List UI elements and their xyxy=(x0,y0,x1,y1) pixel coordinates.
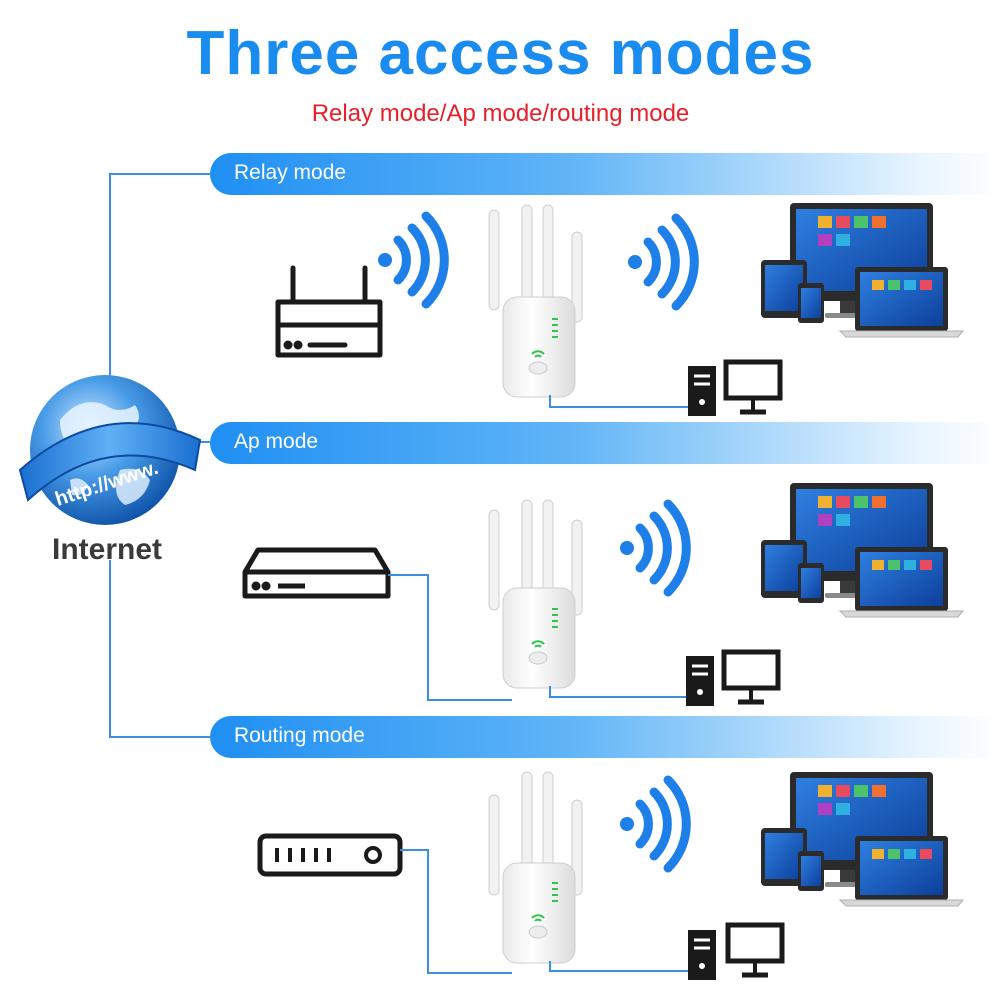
wifi-signal-icon xyxy=(620,499,691,597)
modem-icon xyxy=(257,833,403,877)
routing-mode-band: Routing mode xyxy=(210,716,1001,758)
internet-label: Internet xyxy=(52,533,163,566)
globe-icon: http://www. xyxy=(18,375,202,525)
relay-mode-label: Relay mode xyxy=(234,161,347,184)
devices-icon xyxy=(761,203,965,338)
ethernet-cable xyxy=(388,574,512,701)
desktop-pc-icon xyxy=(688,359,783,416)
routing-mode-label: Routing mode xyxy=(234,724,365,747)
wifi-extender-icon xyxy=(488,499,583,689)
ap-mode-band: Ap mode xyxy=(210,422,1001,464)
ethernet-cable xyxy=(549,395,688,408)
wifi-signal-icon xyxy=(620,775,691,873)
wifi-extender-icon xyxy=(488,204,583,398)
wifi-extender-icon xyxy=(488,771,583,964)
devices-icon xyxy=(761,772,965,907)
ethernet-cable xyxy=(549,961,688,972)
devices-icon xyxy=(761,483,965,618)
page-title: Three access modes xyxy=(186,19,815,88)
relay-mode-band: Relay mode xyxy=(210,153,1001,195)
desktop-pc-icon xyxy=(688,922,785,980)
wifi-signal-icon xyxy=(628,213,699,311)
page-subtitle: Relay mode/Ap mode/routing mode xyxy=(311,100,690,127)
ethernet-cable xyxy=(400,849,512,974)
ethernet-cable xyxy=(549,686,686,698)
ap-mode-label: Ap mode xyxy=(234,430,319,453)
router-icon xyxy=(275,265,383,358)
switch-icon xyxy=(242,547,391,599)
desktop-pc-icon xyxy=(686,649,781,706)
wifi-signal-icon xyxy=(378,211,449,309)
